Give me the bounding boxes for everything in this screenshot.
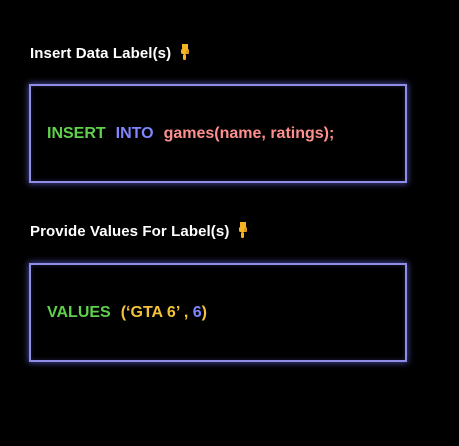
string-value: ‘GTA 6’ [126,303,180,321]
heading-text: Insert Data Label(s) [30,45,172,62]
into-keyword: INTO [115,124,154,142]
number-value: 6 [192,303,202,321]
values-code-box: VALUES (‘GTA 6’ , 6) [29,263,407,362]
close-paren: ) [201,303,207,321]
heading-text: Provide Values For Label(s) [30,223,230,240]
table-columns: games(name, ratings); [163,124,335,142]
heading-provide-values: Provide Values For Label(s) [30,222,248,241]
insert-keyword: INSERT [47,124,106,142]
open-paren: ( [120,303,127,321]
insert-code-box: INSERT INTO games(name, ratings); [29,84,407,183]
insert-statement: INSERT INTO games(name, ratings); [47,125,334,143]
heading-insert-data-labels: Insert Data Label(s) [30,44,190,63]
comma: , [179,303,193,321]
pointing-down-icon [179,44,190,63]
pointing-down-icon [237,222,248,241]
values-statement: VALUES (‘GTA 6’ , 6) [47,304,207,322]
values-keyword: VALUES [47,303,111,321]
